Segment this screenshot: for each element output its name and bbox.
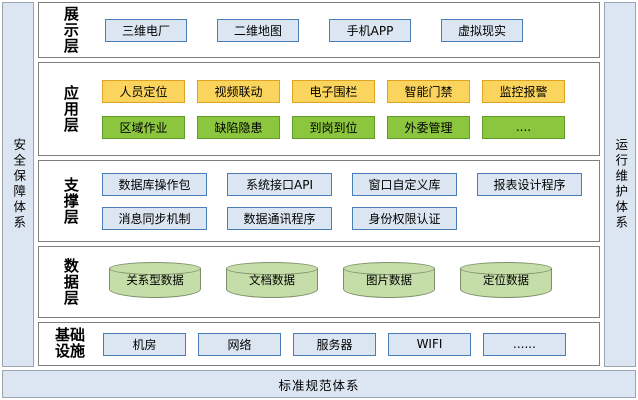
layer-infrastructure-label: 基础设施 bbox=[54, 326, 85, 360]
bottom-band-label: 标准规范体系 bbox=[278, 377, 360, 393]
layer-data: 数据层 关系型数据 文档数据 图片数据 bbox=[38, 246, 600, 318]
application-row-1: 人员定位 视频联动 电子围栏 智能门禁 监控报警 bbox=[100, 79, 600, 103]
node-database-operation-package[interactable]: 数据库操作包 bbox=[102, 172, 207, 196]
layer-data-label: 数据层 bbox=[61, 258, 80, 306]
layer-support-label-cell: 支撑层 bbox=[39, 161, 101, 241]
node-personnel-positioning[interactable]: 人员定位 bbox=[102, 79, 185, 103]
layer-support: 支撑层 数据库操作包 系统接口API 窗口自定义库 报表设计程序 消息同步机制 … bbox=[38, 160, 600, 242]
layer-application-label: 应用层 bbox=[61, 85, 80, 133]
layer-data-label-cell: 数据层 bbox=[39, 247, 101, 317]
right-band-label: 运行维护体系 bbox=[613, 138, 629, 231]
layer-presentation-label: 展示层 bbox=[61, 6, 80, 54]
cylinder-positioning-data-label: 定位数据 bbox=[483, 273, 529, 287]
support-row-1: 数据库操作包 系统接口API 窗口自定义库 报表设计程序 bbox=[100, 172, 600, 196]
node-defect-hazard[interactable]: 缺陷隐患 bbox=[197, 115, 280, 139]
left-band-security-system: 安全保障体系 bbox=[2, 2, 34, 367]
layer-data-body: 关系型数据 文档数据 图片数据 定位数据 bbox=[101, 247, 599, 317]
node-computer-room[interactable]: 机房 bbox=[103, 332, 186, 356]
cylinder-positioning-data[interactable]: 定位数据 bbox=[460, 262, 552, 302]
node-video-linkage[interactable]: 视频联动 bbox=[197, 79, 280, 103]
cylinder-relational-data[interactable]: 关系型数据 bbox=[109, 262, 201, 302]
node-monitoring-alarm[interactable]: 监控报警 bbox=[482, 79, 565, 103]
node-wifi[interactable]: WIFI bbox=[388, 332, 471, 356]
node-report-design-program[interactable]: 报表设计程序 bbox=[477, 172, 582, 196]
layer-presentation: 展示层 三维电厂 二维地图 手机APP 虚拟现实 bbox=[38, 2, 600, 58]
layer-infrastructure-body: 机房 网络 服务器 WIFI ...... bbox=[101, 323, 599, 365]
cylinder-image-data[interactable]: 图片数据 bbox=[343, 262, 435, 302]
layer-support-label: 支撑层 bbox=[61, 177, 80, 225]
node-virtual-reality[interactable]: 虚拟现实 bbox=[441, 18, 523, 42]
cylinder-top-ellipse bbox=[460, 262, 552, 275]
right-band-ops-maintenance-system: 运行维护体系 bbox=[604, 2, 636, 367]
cylinder-top-ellipse bbox=[343, 262, 435, 275]
node-application-more[interactable]: .... bbox=[482, 115, 565, 139]
node-mobile-app[interactable]: 手机APP bbox=[329, 18, 411, 42]
node-area-operation[interactable]: 区域作业 bbox=[102, 115, 185, 139]
bottom-band-standards-system: 标准规范体系 bbox=[2, 370, 636, 398]
node-identity-permission-auth[interactable]: 身份权限认证 bbox=[352, 206, 457, 230]
layer-presentation-body: 三维电厂 二维地图 手机APP 虚拟现实 bbox=[101, 3, 599, 57]
application-row-2: 区域作业 缺陷隐患 到岗到位 外委管理 .... bbox=[100, 115, 600, 139]
cylinder-relational-data-label: 关系型数据 bbox=[126, 273, 184, 287]
layer-application-body: 人员定位 视频联动 电子围栏 智能门禁 监控报警 区域作业 缺陷隐患 到岗到位 … bbox=[101, 63, 599, 155]
node-server[interactable]: 服务器 bbox=[293, 332, 376, 356]
node-infrastructure-more[interactable]: ...... bbox=[483, 332, 566, 356]
node-3d-power-plant[interactable]: 三维电厂 bbox=[105, 18, 187, 42]
support-row-2: 消息同步机制 数据通讯程序 身份权限认证 bbox=[100, 206, 600, 230]
left-band-label: 安全保障体系 bbox=[11, 138, 27, 231]
node-window-custom-library[interactable]: 窗口自定义库 bbox=[352, 172, 457, 196]
node-system-interface-api[interactable]: 系统接口API bbox=[227, 172, 332, 196]
layer-infrastructure: 基础设施 机房 网络 服务器 WIFI ...... bbox=[38, 322, 600, 366]
layer-application-label-cell: 应用层 bbox=[39, 63, 101, 155]
node-outsourcing-management[interactable]: 外委管理 bbox=[387, 115, 470, 139]
layer-infrastructure-label-cell: 基础设施 bbox=[39, 323, 101, 365]
cylinder-image-data-label: 图片数据 bbox=[366, 273, 412, 287]
layer-presentation-label-cell: 展示层 bbox=[39, 3, 101, 57]
cylinder-document-data[interactable]: 文档数据 bbox=[226, 262, 318, 302]
node-data-communication-program[interactable]: 数据通讯程序 bbox=[227, 206, 332, 230]
cylinder-top-ellipse bbox=[226, 262, 318, 275]
node-2d-map[interactable]: 二维地图 bbox=[217, 18, 299, 42]
node-electronic-fence[interactable]: 电子围栏 bbox=[292, 79, 375, 103]
node-smart-access-control[interactable]: 智能门禁 bbox=[387, 79, 470, 103]
cylinder-document-data-label: 文档数据 bbox=[249, 273, 295, 287]
layer-application: 应用层 人员定位 视频联动 电子围栏 智能门禁 监控报警 区域作业 缺陷隐患 到… bbox=[38, 62, 600, 156]
cylinder-top-ellipse bbox=[109, 262, 201, 275]
node-message-sync-mechanism[interactable]: 消息同步机制 bbox=[102, 206, 207, 230]
layer-support-body: 数据库操作包 系统接口API 窗口自定义库 报表设计程序 消息同步机制 数据通讯… bbox=[101, 161, 599, 241]
node-network[interactable]: 网络 bbox=[198, 332, 281, 356]
node-on-post-on-duty[interactable]: 到岗到位 bbox=[292, 115, 375, 139]
